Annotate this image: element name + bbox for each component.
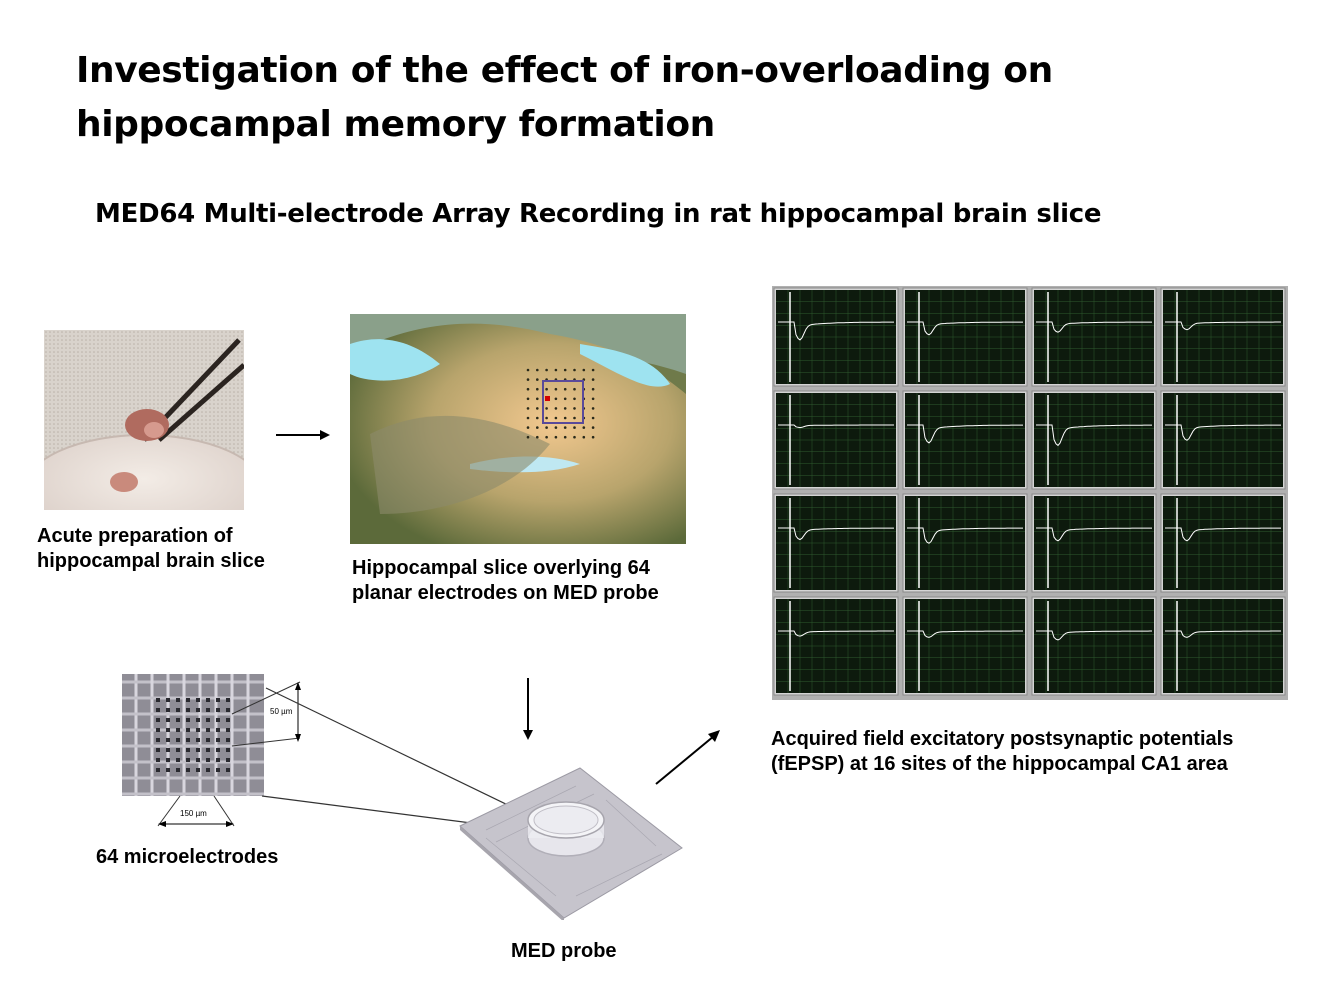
fepsp-trace-panel <box>1031 596 1157 696</box>
fepsp-trace-panel <box>1031 287 1157 387</box>
fepsp-trace-panel <box>1160 596 1286 696</box>
pitch-label: 150 µm <box>180 809 207 818</box>
caption-microelectrodes: 64 microelectrodes <box>96 846 279 868</box>
spacing-label: 50 µm <box>270 707 293 716</box>
fepsp-trace-panel <box>1031 493 1157 593</box>
fepsp-trace-panel <box>1160 390 1286 490</box>
fepsp-trace-panel <box>773 287 899 387</box>
fepsp-trace-panel <box>773 390 899 490</box>
caption-med-probe: MED probe <box>511 940 617 962</box>
slide-title: Investigation of the effect of iron-over… <box>76 50 1053 145</box>
down-arrow-icon <box>520 678 536 742</box>
right-arrow-icon <box>276 427 332 443</box>
fepsp-trace-panel <box>773 493 899 593</box>
caption-slice-on-probe: Hippocampal slice overlying 64 planar el… <box>352 557 659 604</box>
caption-slice-preparation: Acute preparation of hippocampal brain s… <box>37 525 265 572</box>
slice-on-electrodes-photo <box>350 314 686 544</box>
fepsp-trace-panel <box>902 287 1028 387</box>
fepsp-trace-panel <box>1160 287 1286 387</box>
microelectrode-image <box>122 674 264 796</box>
fepsp-trace-grid <box>772 286 1288 700</box>
diagonal-arrow-icon <box>654 728 724 786</box>
fepsp-trace-panel <box>902 596 1028 696</box>
slice-preparation-photo <box>44 330 244 510</box>
fepsp-trace-panel <box>902 390 1028 490</box>
caption-fepsp: Acquired field excitatory postsynaptic p… <box>771 728 1234 775</box>
fepsp-trace-panel <box>1160 493 1286 593</box>
med-probe-image <box>456 766 684 920</box>
fepsp-trace-panel <box>1031 390 1157 490</box>
fepsp-trace-panel <box>902 493 1028 593</box>
highlighted-electrode <box>545 396 550 401</box>
fepsp-trace-panel <box>773 596 899 696</box>
slide-subtitle: MED64 Multi-electrode Array Recording in… <box>95 199 1102 229</box>
